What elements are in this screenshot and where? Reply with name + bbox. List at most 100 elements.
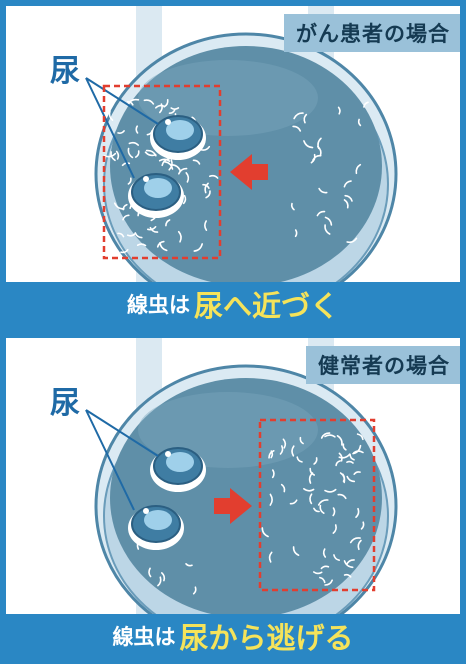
nematode-icon [324,216,333,226]
nematode-icon [193,243,203,252]
nematode-icon [332,507,336,517]
nematode-icon [161,572,166,582]
nematode-icon [135,125,139,134]
nematode-icon [170,163,181,172]
nematode-icon [164,161,174,170]
nematode-icon [108,110,114,121]
nematode-icon [204,220,208,231]
nematode-icon [103,152,117,158]
nematode-icon [343,560,354,569]
nematode-icon [338,453,351,459]
urine-droplet-icon [128,173,184,218]
nematode-icon [346,475,356,483]
nematode-icon [324,434,336,438]
banner-accent: 尿へ近づく [193,289,339,323]
nematode-icon [299,436,304,445]
urine-droplet-icon [150,447,206,492]
nematode-icon [177,230,182,243]
avoidance-zone-box [258,418,376,592]
nematode-icon [268,450,275,459]
nematode-icon [126,233,136,237]
nematode-icon [349,537,361,544]
nematode-icon [353,471,361,475]
nematode-icon [356,433,364,441]
nematode-icon [117,232,125,238]
nematode-icon [309,493,313,505]
nematode-icon [346,460,354,464]
nematode-icon [303,113,308,124]
petri-dish-illustration [85,6,398,326]
result-banner: 線虫は 尿へ近づく [6,282,460,326]
nematode-icon [293,112,304,120]
nematode-icon [312,154,322,161]
nematode-icon [320,565,330,570]
nematode-icon [279,445,284,455]
nematode-icon [319,576,326,584]
cancer-patient-panel: がん患者の場合 尿 線虫は 尿へ近づく [6,6,460,326]
nematode-icon [269,493,273,506]
arrow-right-icon [214,488,252,524]
nematode-icon [127,147,134,159]
nematode-icon [117,130,125,134]
nematode-icon [317,499,329,506]
urine-droplet-icon [150,115,206,160]
nematode-icon [357,118,362,127]
nematode-icon [344,194,353,202]
nematode-icon [320,432,331,439]
nematode-icon [204,182,209,194]
nematode-icon [128,141,139,146]
nematode-icon [182,194,187,205]
nematode-icon [337,106,341,115]
attraction-zone-box [102,84,222,260]
nematode-icon [127,177,132,185]
nematode-icon [360,521,365,530]
nematode-icon [155,104,166,109]
nematode-icon [363,101,369,108]
nematode-icon [342,443,347,451]
nematode-icon [335,460,341,467]
nematode-icon [126,100,134,106]
nematode-icon [115,150,120,160]
nematode-icon [313,571,323,575]
nematode-icon [357,539,362,551]
nematode-icon [121,162,131,167]
nematode-icon [343,573,352,578]
nematode-icon [355,507,360,518]
nematode-icon [280,483,286,493]
nematode-icon [313,507,320,513]
petri-dish-illustration [85,338,398,658]
panel-title: 健常者の場合 [306,346,460,384]
panel-title: がん患者の場合 [284,14,460,52]
nematode-icon [192,586,197,595]
urine-label: 尿 [50,54,80,89]
nematode-icon [333,554,340,561]
nematode-icon [143,99,155,105]
nematode-icon [294,229,298,238]
nematode-icon [338,452,343,462]
nematode-icon [127,98,140,105]
nematode-icon [324,224,331,235]
nematode-icon [319,504,325,514]
nematode-icon [268,551,273,563]
nematode-icon [303,488,315,492]
nematode-icon [349,453,355,461]
nematode-icon [336,435,343,446]
nematode-icon [168,108,176,114]
result-banner: 線虫は 尿から逃げる [6,614,460,658]
nematode-icon [324,488,337,493]
nematode-icon [157,576,162,587]
banner-lead: 線虫は [126,293,190,317]
nematode-icon [161,158,171,167]
nematode-icon [322,548,327,558]
nematode-icon [134,232,143,239]
nematode-icon [343,180,352,188]
nematode-icon [313,457,318,465]
nematode-icon [149,226,159,233]
banner-lead: 線虫は [112,625,176,649]
urine-droplet-icon [128,505,184,550]
nematode-icon [310,153,316,164]
nematode-scatter [290,101,369,244]
nematode-icon [120,249,129,254]
nematode-icon [178,167,188,175]
nematode-icon [200,145,211,151]
